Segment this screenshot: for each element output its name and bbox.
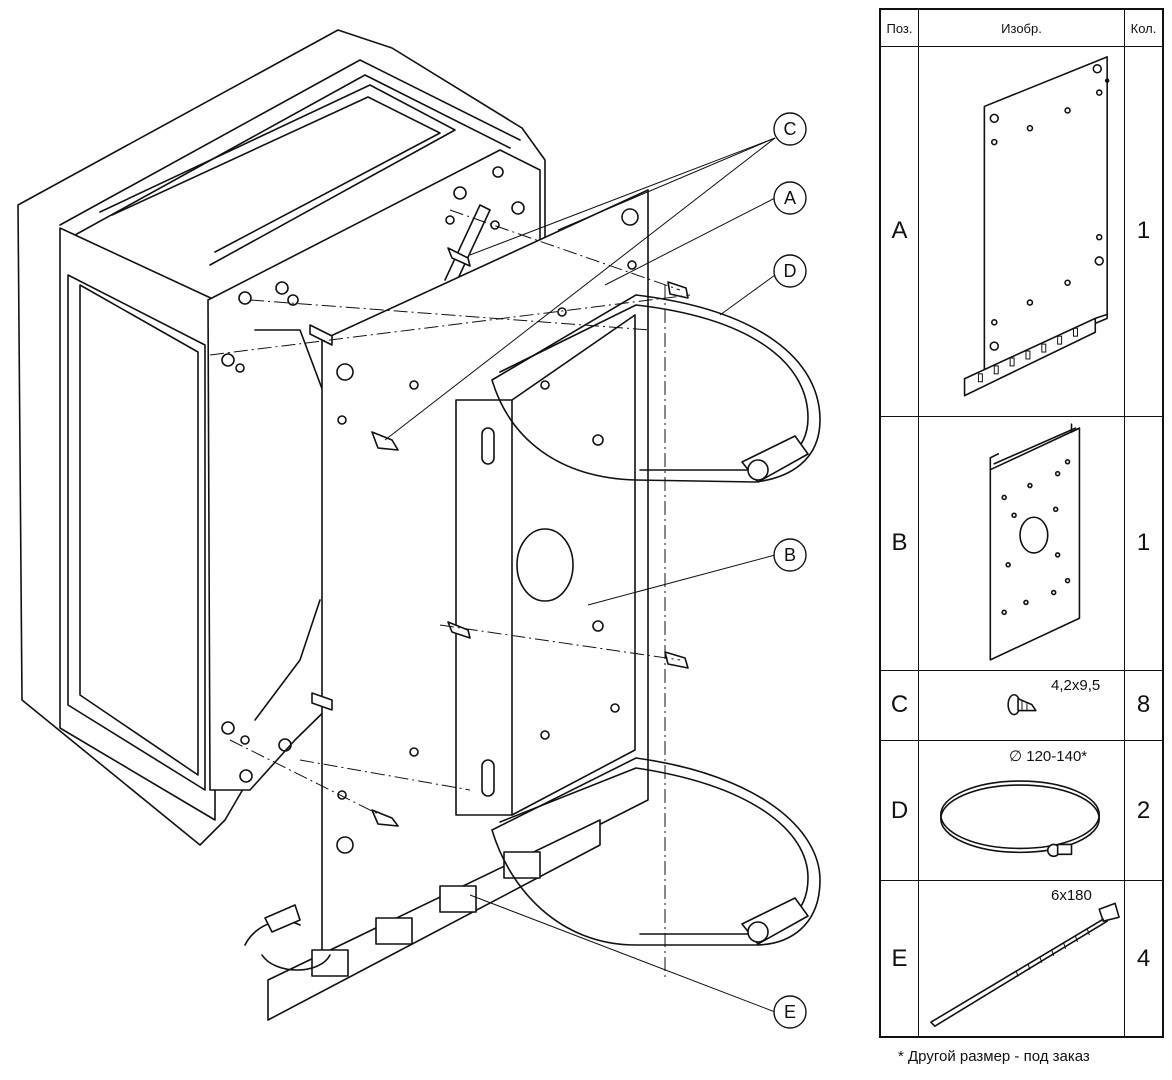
leader-lines	[384, 137, 776, 1013]
cable-tie-icon	[930, 902, 1120, 1028]
svg-text:D: D	[784, 261, 797, 281]
callout-b: B	[773, 538, 807, 572]
table-row: E 6x180 4	[880, 880, 1163, 1037]
row-qty: 1	[1124, 415, 1163, 671]
row-image: 4,2x9,5	[918, 669, 1125, 741]
cable-tie-dimension: 6x180	[1051, 887, 1092, 905]
svg-text:C: C	[784, 119, 797, 139]
clamp-dimension: ∅ 120-140*	[1009, 747, 1088, 765]
row-image: ∅ 120-140*	[918, 739, 1125, 882]
row-pos: A	[880, 46, 919, 417]
row-qty: 8	[1124, 669, 1163, 741]
parts-table-header: Поз. Изобр. Кол.	[880, 8, 1163, 48]
row-image	[918, 46, 1125, 417]
callout-d: D	[773, 254, 807, 288]
pole-bracket-icon	[989, 422, 1081, 661]
row-pos: B	[880, 415, 919, 671]
row-qty: 1	[1124, 46, 1163, 417]
pole-bracket-b	[455, 314, 636, 816]
callout-a: A	[773, 181, 807, 215]
header-pos: Поз.	[880, 8, 919, 48]
svg-text:E: E	[784, 1002, 796, 1022]
mounting-plate-icon	[963, 56, 1110, 397]
row-pos: E	[880, 880, 919, 1037]
row-image: 6x180	[918, 880, 1125, 1037]
cable-ties-e	[244, 904, 331, 971]
row-pos: C	[880, 669, 919, 741]
axis-lines	[209, 209, 691, 980]
svg-text:A: A	[784, 188, 796, 208]
table-row: A	[880, 46, 1163, 417]
clamp-band-d	[491, 294, 821, 946]
parts-table: Поз. Изобр. Кол. A	[879, 8, 1164, 1038]
table-row: D ∅ 120-140* 2	[880, 739, 1163, 882]
table-row: C 4,2x9,5 8	[880, 669, 1163, 741]
screw-dimension: 4,2x9,5	[1051, 676, 1101, 694]
callout-c: C	[773, 112, 807, 146]
table-row: B 1	[880, 415, 1163, 671]
footnote: * Другой размер - под заказ	[898, 1048, 1090, 1065]
screw-icon	[1007, 693, 1037, 715]
row-image	[918, 415, 1125, 671]
row-qty: 4	[1124, 880, 1163, 1037]
assembly-drawing: C A D B E	[17, 29, 821, 1029]
screws-c	[309, 247, 689, 827]
svg-text:B: B	[784, 545, 796, 565]
callout-e: E	[773, 995, 807, 1029]
header-qty: Кол.	[1124, 8, 1163, 48]
row-qty: 2	[1124, 739, 1163, 882]
row-pos: D	[880, 739, 919, 882]
header-image: Изобр.	[918, 8, 1125, 48]
clamp-band-icon	[939, 780, 1101, 857]
